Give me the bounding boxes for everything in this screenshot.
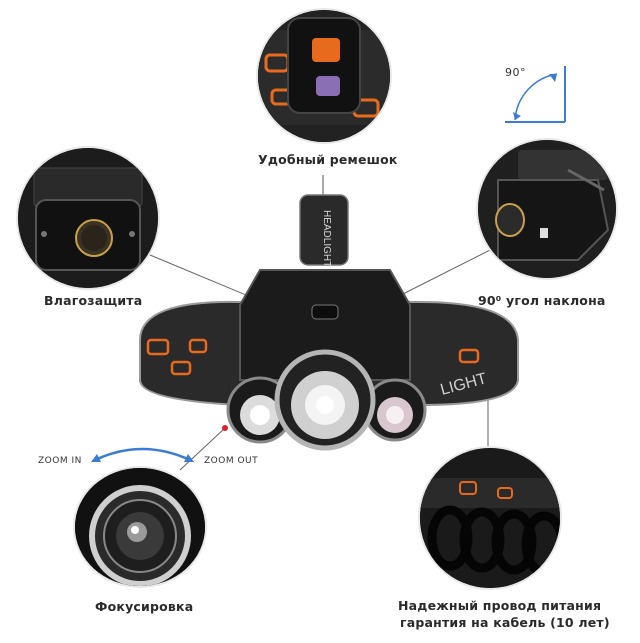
strap-label: Удобный ремешок	[258, 152, 398, 167]
cable-label-line2: гарантия на кабель (10 лет)	[400, 615, 610, 630]
strap-brand-top-text: HEADLIGHT	[321, 210, 332, 267]
focus-label: Фокусировка	[95, 599, 194, 614]
waterproof-closeup-image	[18, 148, 158, 288]
waterproof-label: Влагозащита	[44, 293, 143, 308]
angle-label: 90°	[505, 66, 526, 79]
tilt-angle-icon	[495, 62, 575, 132]
zoom-arrow-icon	[85, 442, 200, 464]
cable-closeup-image	[420, 448, 560, 588]
zoom-in-label: ZOOM IN	[38, 456, 82, 466]
tilt-label: 90⁰ угол наклона	[478, 293, 606, 308]
headlamp-product-image: LIGHT HEADLIGHT	[120, 190, 540, 460]
tilt-closeup-image	[478, 140, 616, 278]
cable-label-line1: Надежный провод питания	[398, 598, 602, 613]
strap-closeup-image	[258, 10, 390, 142]
zoom-out-label: ZOOM OUT	[204, 456, 259, 466]
focus-closeup-image	[75, 468, 205, 586]
